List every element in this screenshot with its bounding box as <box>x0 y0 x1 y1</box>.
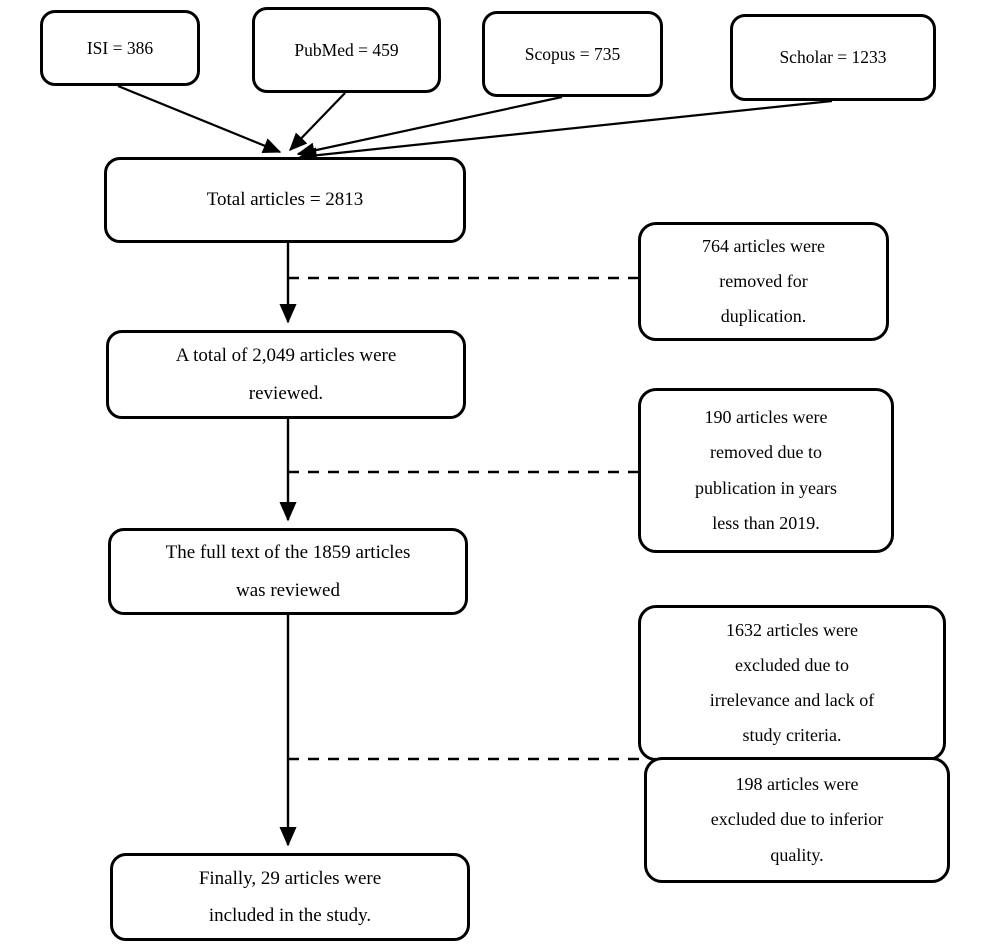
step-node-total-articles-line-1: Total articles = 2813 <box>206 189 364 211</box>
exclusion-node-duplication-line-2: removed for <box>719 270 808 291</box>
source-node-isi-line-1: ISI = 386 <box>86 37 154 58</box>
exclusion-node-low-quality[interactable]: 198 articles were excluded due to inferi… <box>644 757 950 883</box>
source-node-pubmed[interactable]: PubMed = 459 <box>252 7 441 93</box>
exclusion-node-low-quality-line-2: excluded due to inferior <box>710 809 884 830</box>
exclusion-node-old-years-line-4: less than 2019. <box>712 512 820 533</box>
step-node-included-line-1: Finally, 29 articles were <box>198 867 382 889</box>
step-node-included[interactable]: Finally, 29 articles were included in th… <box>110 853 470 941</box>
step-node-reviewed-line-2: reviewed. <box>248 382 324 404</box>
step-node-reviewed-line-1: A total of 2,049 articles were <box>175 345 397 367</box>
source-converging-arrows <box>117 84 833 164</box>
source-node-isi[interactable]: ISI = 386 <box>40 10 200 86</box>
exclusion-node-old-years-line-3: publication in years <box>695 477 837 498</box>
exclusion-node-irrelevance[interactable]: 1632 articles were excluded due to irrel… <box>638 605 946 761</box>
source-node-scholar-line-1: Scholar = 1233 <box>779 47 887 68</box>
source-node-scopus[interactable]: Scopus = 735 <box>482 11 663 97</box>
source-node-scholar[interactable]: Scholar = 1233 <box>730 14 936 101</box>
exclusion-node-duplication[interactable]: 764 articles were removed for duplicatio… <box>638 222 889 341</box>
exclusion-node-irrelevance-line-2: excluded due to <box>735 654 849 675</box>
exclusion-node-irrelevance-line-1: 1632 articles were <box>726 619 858 640</box>
exclusion-node-old-years[interactable]: 190 articles were removed due to publica… <box>638 388 894 553</box>
step-node-fulltext-line-2: was reviewed <box>236 579 340 601</box>
step-node-total-articles[interactable]: Total articles = 2813 <box>104 157 466 243</box>
exclusion-node-irrelevance-line-4: study criteria. <box>742 725 842 746</box>
exclusion-node-irrelevance-line-3: irrelevance and lack of <box>709 690 875 710</box>
exclusion-node-duplication-line-1: 764 articles were <box>702 235 825 256</box>
exclusion-node-old-years-line-1: 190 articles were <box>704 407 828 428</box>
source-node-scopus-line-1: Scopus = 735 <box>524 43 621 64</box>
step-node-included-line-2: included in the study. <box>208 905 372 926</box>
exclusion-node-old-years-line-2: removed due to <box>710 442 822 463</box>
step-node-fulltext[interactable]: The full text of the 1859 articles was r… <box>108 528 468 615</box>
exclusion-node-low-quality-line-1: 198 articles were <box>735 774 859 795</box>
exclusion-node-low-quality-line-3: quality. <box>770 844 824 865</box>
step-node-reviewed[interactable]: A total of 2,049 articles were reviewed. <box>106 330 466 419</box>
exclusion-node-duplication-line-3: duplication. <box>720 306 807 327</box>
step-node-fulltext-line-1: The full text of the 1859 articles <box>165 542 411 564</box>
source-node-pubmed-line-1: PubMed = 459 <box>294 39 399 60</box>
